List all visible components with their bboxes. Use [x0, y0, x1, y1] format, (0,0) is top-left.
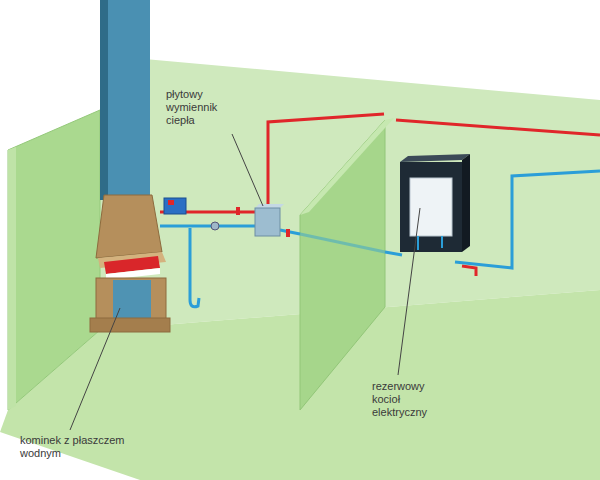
drain-pipe [190, 228, 199, 307]
hot-pipe [268, 114, 384, 208]
exchanger-top [255, 204, 284, 208]
chimney [108, 0, 150, 200]
boiler-cabinet [400, 162, 462, 252]
boiler-side [462, 154, 470, 252]
valve [236, 207, 240, 215]
valve [286, 229, 290, 237]
partition-wall [300, 120, 385, 410]
return-pipe [160, 225, 255, 228]
return-pipe [385, 252, 402, 255]
vessel-gauge [168, 200, 174, 205]
pump [211, 222, 219, 230]
partition-top [300, 118, 394, 215]
boiler-top [400, 154, 470, 162]
leader-line [70, 308, 120, 430]
boiler-connection [418, 236, 442, 250]
left-wall-edge [8, 147, 16, 410]
fireplace-body [96, 278, 166, 320]
electric-boiler [410, 178, 452, 236]
callout-label: płytowy wymiennik ciepła [166, 88, 230, 128]
plate-heat-exchanger [255, 208, 280, 236]
return-pipe [455, 171, 600, 268]
expansion-vessel [164, 198, 186, 214]
fireplace-jacket [113, 280, 151, 320]
left-wall [8, 110, 100, 410]
chimney-side [100, 0, 108, 200]
hot-pipe [462, 266, 476, 276]
leader-line [232, 134, 263, 206]
return-pipe-hidden [300, 234, 385, 252]
fireplace-base [90, 318, 170, 332]
leader-line [398, 208, 420, 375]
callout-label: kominek z płaszczem wodnym [20, 434, 138, 460]
hot-pipe [396, 120, 600, 135]
callout-label: rezerwowy kocioł elektryczny [372, 380, 440, 420]
fireplace-hood [96, 195, 162, 258]
